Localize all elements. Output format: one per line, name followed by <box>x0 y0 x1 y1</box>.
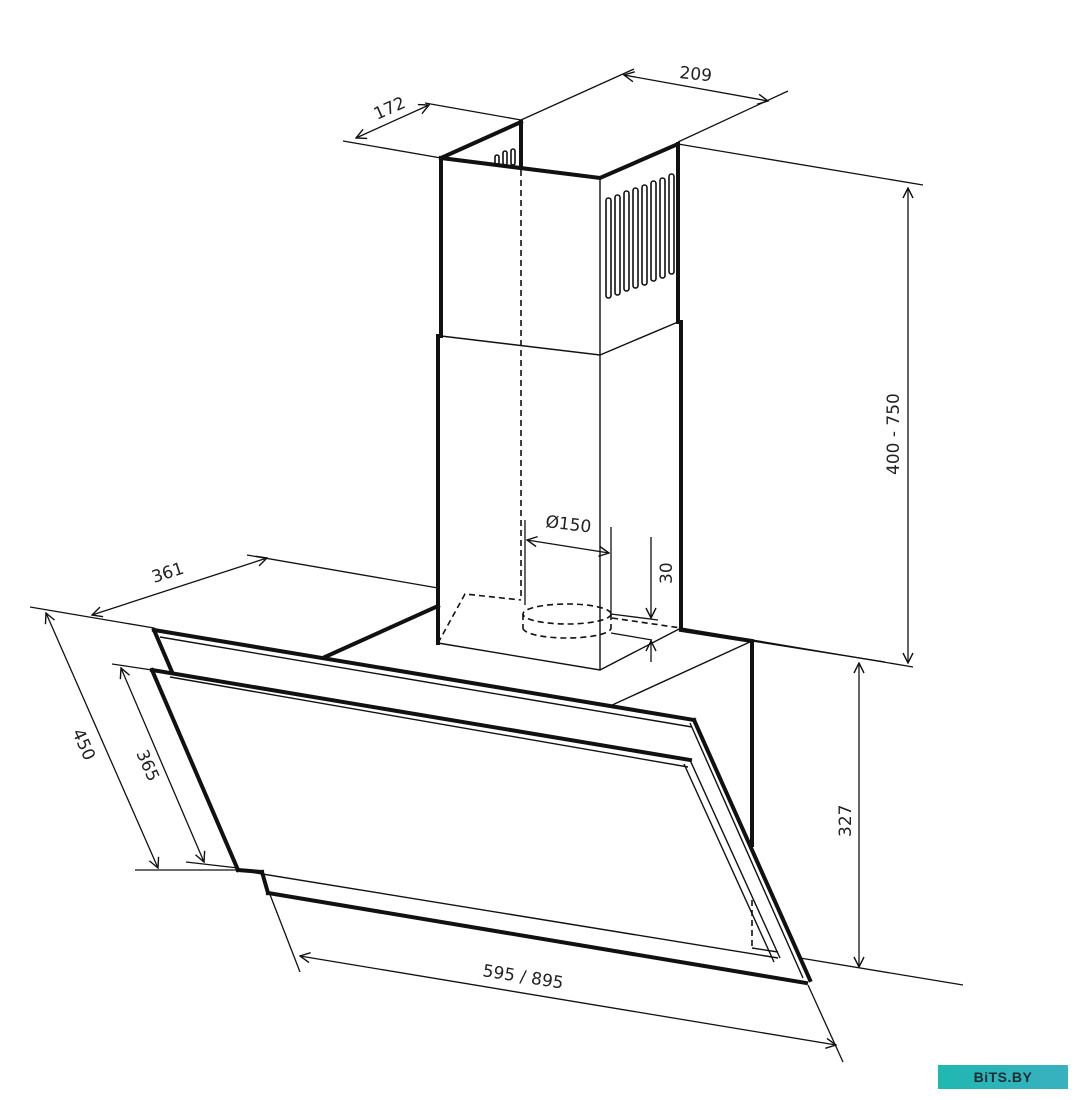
label-361: 361 <box>149 559 186 588</box>
label-diameter-150: Ø150 <box>544 512 592 537</box>
label-209: 209 <box>678 63 712 86</box>
label-327: 327 <box>836 805 856 837</box>
glass-panel <box>149 627 813 986</box>
dim-body-depth: 361 <box>29 554 439 629</box>
dim-collar-height: 30 <box>610 537 677 662</box>
chimney-upper <box>438 119 681 600</box>
label-172: 172 <box>371 93 409 124</box>
dim-outlet-diameter: Ø150 <box>524 512 612 614</box>
label-30: 30 <box>657 562 677 584</box>
dim-chimney-width: 209 <box>520 63 789 143</box>
label-365: 365 <box>131 747 162 785</box>
watermark-badge: BiTS.BY <box>938 1065 1068 1089</box>
hood-body <box>322 603 779 953</box>
vent-slots-rear <box>494 148 516 166</box>
dim-chimney-depth: 172 <box>342 93 522 159</box>
dim-panel-outer-height: 450 <box>46 613 238 871</box>
watermark-text: BiTS.BY <box>973 1069 1033 1085</box>
dim-width: 595 / 895 <box>261 873 844 1063</box>
label-400-750: 400 - 750 <box>884 393 904 475</box>
dim-chimney-height: 400 - 750 <box>677 143 924 668</box>
vent-slots-right <box>605 173 675 299</box>
label-450: 450 <box>67 726 98 764</box>
dim-panel-inner-height: 365 <box>111 663 239 869</box>
